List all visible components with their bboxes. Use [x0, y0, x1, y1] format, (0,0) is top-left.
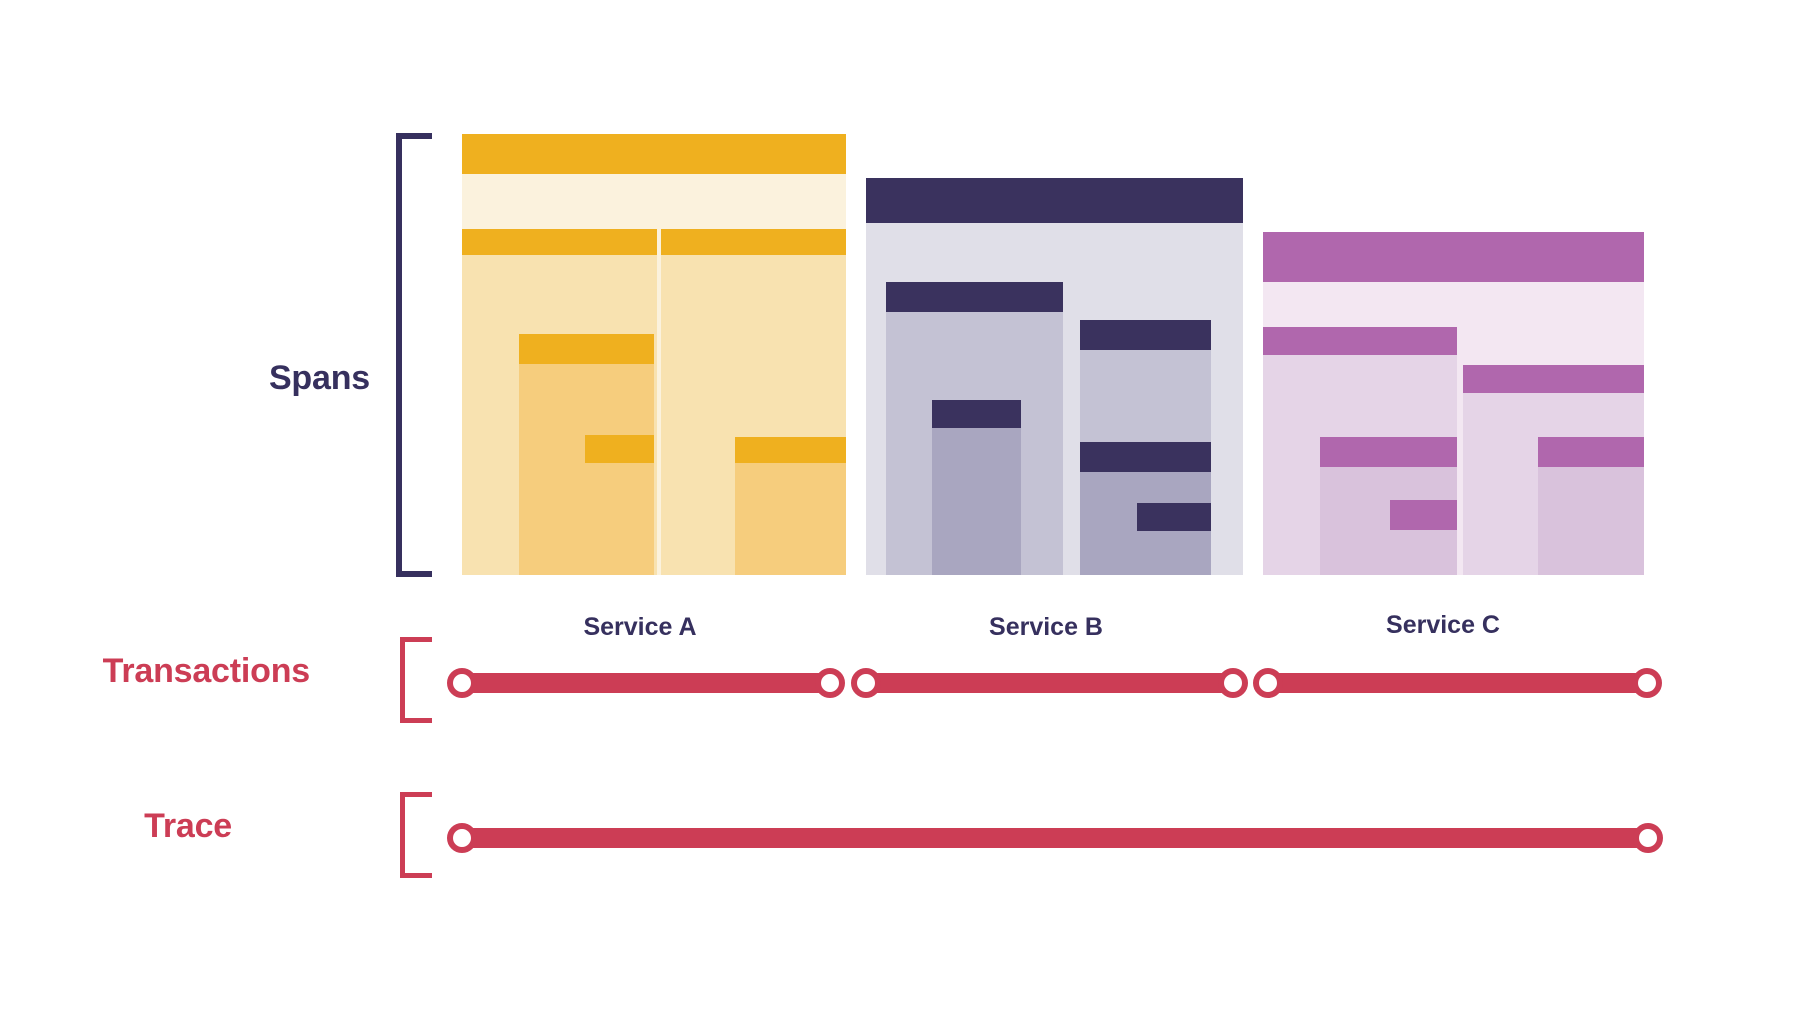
span-body-segment	[1538, 467, 1644, 575]
service-caption-c: Service C	[1386, 611, 1500, 639]
trace-timeline	[0, 808, 1800, 868]
span-bar	[585, 435, 654, 575]
trace-full-line	[462, 828, 1648, 848]
transaction-service-a-line	[462, 673, 830, 693]
span-header-segment	[932, 400, 1021, 428]
service-caption-b: Service B	[989, 613, 1103, 641]
span-body-segment	[735, 463, 846, 575]
trace-bracket	[400, 792, 432, 878]
span-header-segment	[462, 134, 846, 174]
span-header-segment	[735, 437, 846, 463]
span-bar	[1137, 503, 1211, 575]
transaction-service-a-start-node	[447, 668, 477, 698]
trace-row-label: Trace	[144, 807, 232, 845]
span-header-segment	[462, 229, 657, 255]
service-caption-a: Service A	[583, 613, 697, 641]
transaction-service-b-line	[866, 673, 1233, 693]
spans-row-label: Spans	[268, 359, 370, 397]
span-header-segment	[1538, 437, 1644, 467]
span-bar	[1538, 437, 1644, 575]
transactions-row-label: Transactions	[102, 652, 311, 690]
spans-chart	[462, 134, 1644, 575]
transaction-service-b-end-node	[1218, 668, 1248, 698]
transaction-service-c-end-node	[1632, 668, 1662, 698]
span-header-segment	[1390, 500, 1457, 530]
span-header-segment	[1463, 365, 1644, 393]
span-header-segment	[886, 282, 1063, 312]
span-header-segment	[1320, 437, 1457, 467]
span-header-segment	[1080, 320, 1211, 350]
span-header-segment	[1263, 327, 1457, 355]
span-body-segment	[1137, 531, 1211, 575]
transaction-service-c-line	[1268, 673, 1647, 693]
transaction-service-b-start-node	[851, 668, 881, 698]
span-header-segment	[1263, 232, 1644, 282]
transactions-bracket	[400, 637, 432, 723]
span-header-segment	[1137, 503, 1211, 531]
trace-full-end-node	[1633, 823, 1663, 853]
span-header-segment	[866, 178, 1243, 223]
transaction-service-c-start-node	[1253, 668, 1283, 698]
trace-full-start-node	[447, 823, 477, 853]
span-header-segment	[661, 229, 846, 255]
span-body-segment	[1390, 530, 1457, 575]
span-bar	[932, 400, 1021, 575]
transactions-timeline	[0, 653, 1800, 713]
span-body-segment	[585, 463, 654, 575]
transaction-service-a-end-node	[815, 668, 845, 698]
spans-bracket	[396, 133, 432, 577]
span-header-segment	[1080, 442, 1211, 472]
span-header-segment	[585, 435, 654, 463]
span-bar	[735, 437, 846, 575]
span-header-segment	[519, 334, 654, 364]
span-body-segment	[932, 428, 1021, 575]
span-bar	[1390, 500, 1457, 575]
